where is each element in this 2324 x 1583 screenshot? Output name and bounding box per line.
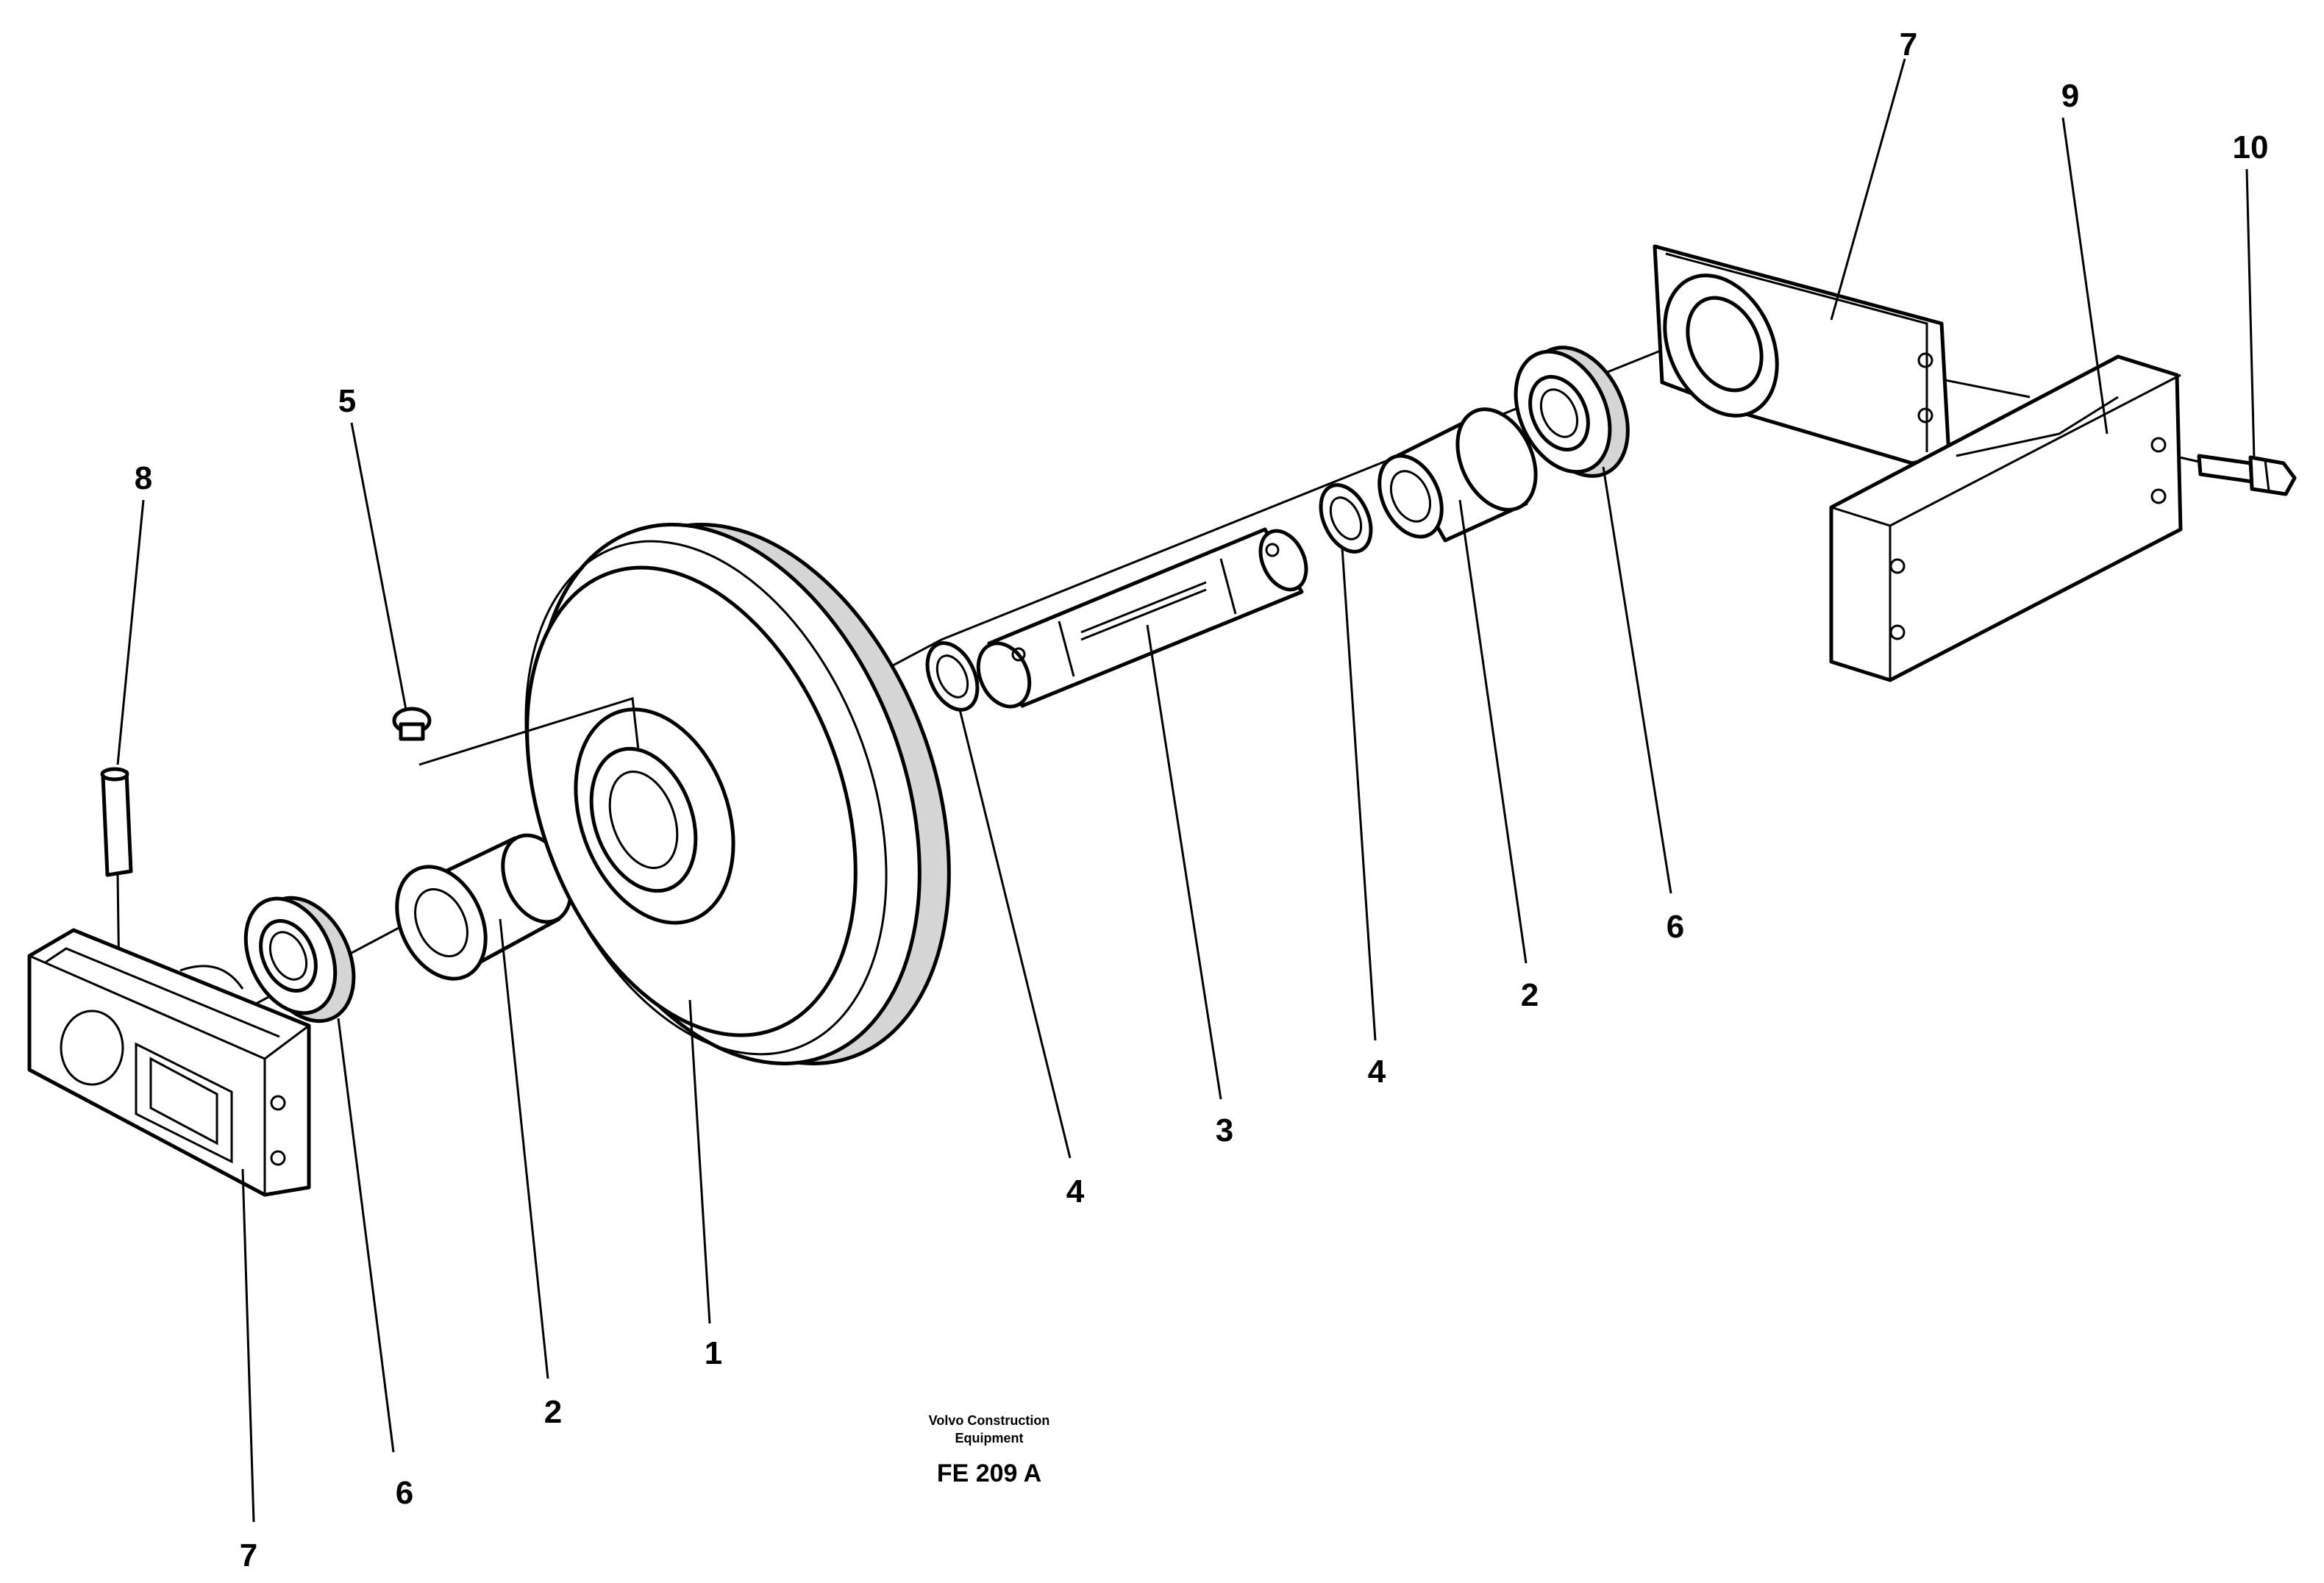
- part-5-plug-screw: [392, 697, 640, 766]
- callout-2-right: 2: [1521, 977, 1539, 1013]
- part-4-left-circlip: [925, 641, 980, 712]
- callout-4-left: 4: [1066, 1173, 1085, 1209]
- part-9-clamp-block: [1829, 354, 2183, 682]
- leader-7a: [241, 1168, 255, 1523]
- callout-3: 3: [1216, 1112, 1233, 1148]
- part-8-roll-pin: [100, 767, 133, 986]
- callout-leaders: [241, 58, 2256, 1523]
- caption-code: FE 209 A: [937, 1459, 1041, 1487]
- leader-10: [2245, 168, 2256, 460]
- callout-7-left: 7: [240, 1537, 257, 1573]
- callout-7-right: 7: [1900, 26, 1917, 62]
- leader-6b: [1602, 466, 1672, 894]
- leader-3: [1146, 624, 1222, 1100]
- leader-1: [688, 999, 711, 1324]
- leader-9: [2061, 117, 2109, 435]
- part-6-right-seal: [1514, 346, 1630, 478]
- caption-line-2: Equipment: [955, 1431, 1024, 1446]
- part-1-idler-wheel: [524, 523, 951, 1065]
- part-7-right-bracket: [1653, 244, 1951, 465]
- figure-caption: Volvo Construction Equipment FE 209 A: [929, 1413, 1050, 1487]
- callout-6-left: 6: [396, 1475, 413, 1511]
- part-6-left-seal: [243, 896, 356, 1023]
- callout-6-right: 6: [1667, 909, 1684, 945]
- part-3-shaft: [976, 527, 1308, 709]
- callout-4-right: 4: [1368, 1054, 1386, 1090]
- callout-10: 10: [2233, 129, 2269, 165]
- callout-8: 8: [135, 460, 152, 496]
- callout-9: 9: [2061, 78, 2079, 114]
- leader-4b: [1341, 547, 1377, 1041]
- part-2-right-bushing: [1377, 407, 1538, 543]
- leader-6a: [337, 1018, 395, 1453]
- callout-leaders-upper: [116, 422, 407, 765]
- callout-2-left: 2: [544, 1394, 562, 1430]
- leader-7b: [1830, 58, 1906, 321]
- part-10-bolt: [2197, 454, 2297, 496]
- leader-2a: [499, 918, 549, 1379]
- callout-1: 1: [705, 1335, 722, 1371]
- leader-4a: [958, 709, 1072, 1159]
- callout-5: 5: [338, 383, 356, 419]
- part-7-left-bracket: [27, 928, 311, 1197]
- caption-line-1: Volvo Construction: [929, 1413, 1050, 1428]
- callout-labels: 1 2 6 7 4 3 4 2 6 5 8 7 9 10: [135, 26, 2269, 1573]
- leader-2b: [1458, 499, 1528, 964]
- part-4-right-circlip: [1319, 483, 1373, 554]
